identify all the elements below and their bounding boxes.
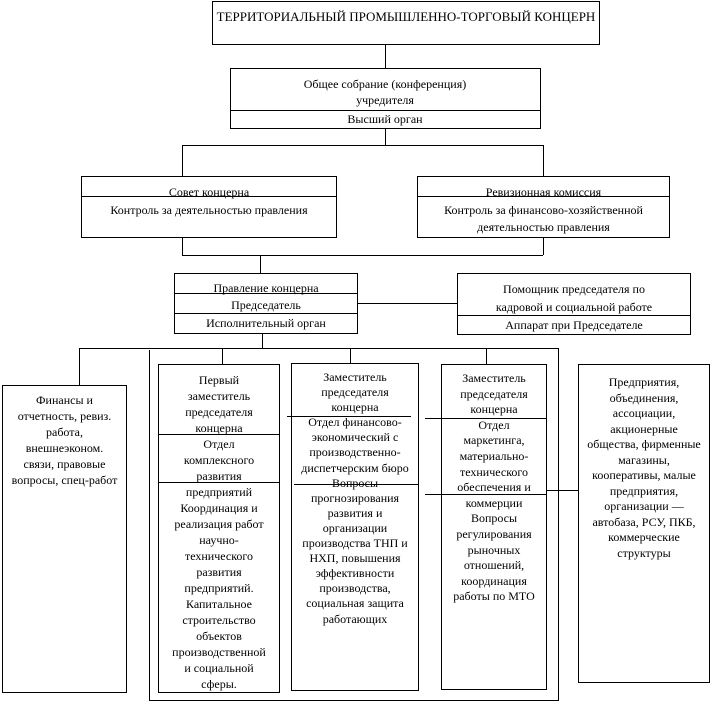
board-name: Правление концерна — [213, 281, 319, 295]
first-deputy-box — [158, 364, 280, 693]
first-deputy-text: Первый заместитель председателя концерна… — [172, 373, 266, 691]
enterprises-box — [578, 364, 710, 683]
deputy-marketing-box — [441, 364, 547, 690]
audit-role: Контроль за финансово-хозяйственной деят… — [444, 203, 643, 234]
board-chair: Председатель — [231, 298, 301, 312]
council-role: Контроль за деятельностью правления — [110, 203, 308, 217]
deputy-marketing-text: Заместитель председателя концерна Отдел … — [453, 371, 535, 604]
board-role: Исполнительный орган — [206, 316, 326, 330]
deputy-finance-text: Заместитель председателя концерна Отдел … — [301, 370, 409, 626]
finance-box — [2, 385, 127, 693]
assistant-role: Аппарат при Председателе — [505, 318, 643, 332]
assistant-name: Помощник председателя по кадровой и соци… — [495, 282, 653, 314]
audit-name: Ревизионная комиссия — [485, 185, 602, 199]
deputy-finance-box — [291, 363, 419, 691]
finance-text: Финансы и отчетность, ревиз. работа, вне… — [11, 393, 118, 487]
enterprises-text: Предприятия, объединения, ассоциации, ак… — [587, 375, 701, 560]
title-box — [212, 1, 600, 45]
assistant-box — [457, 273, 691, 335]
assembly-role: Высший орган — [347, 112, 423, 126]
assembly-name: Общее собрание (конференция) учредителя — [303, 77, 467, 107]
council-name: Совет концерна — [168, 185, 250, 199]
concern-title: ТЕРРИТОРИАЛЬНЫЙ ПРОМЫШЛЕННО-ТОРГОВЫЙ КОН… — [216, 9, 596, 24]
council-box — [81, 176, 337, 238]
